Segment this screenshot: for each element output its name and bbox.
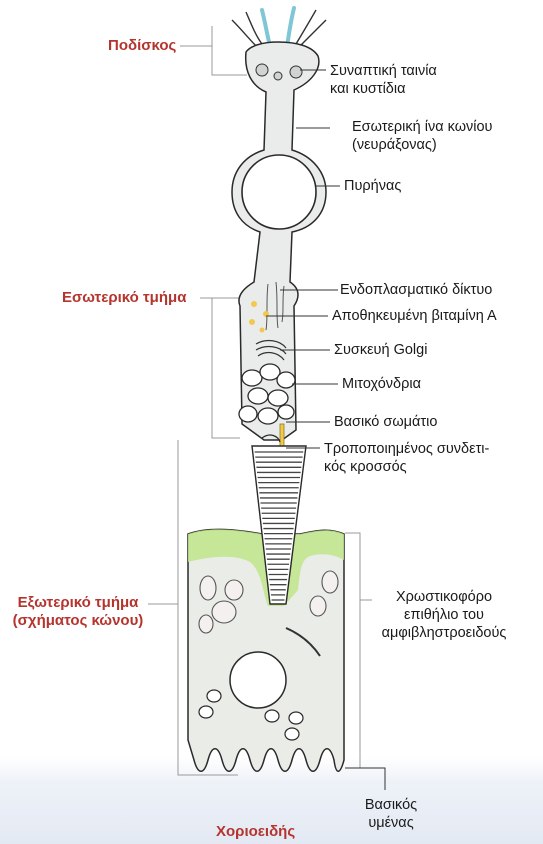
region-choroid: Χοριοειδής [216, 823, 295, 841]
label-basal-membrane: Βασικός υμένας [356, 796, 426, 832]
label-nucleus: Πυρήνας [344, 177, 401, 195]
label-mitochondria: Μιτοχόνδρια [342, 375, 421, 393]
region-outer-segment-line1: Εξωτερικό τμήμα [8, 594, 148, 612]
label-fiber-line2: (νευράξονας) [352, 136, 492, 154]
inner-segment-bracket [212, 298, 240, 438]
label-rpe: Χρωστικοφόρο επιθήλιο του αμφιβληστροειδ… [374, 588, 514, 642]
basal-body [280, 424, 284, 446]
label-rpe-line3: αμφιβληστροειδούς [374, 624, 514, 642]
label-cilium-line2: κός κροσσός [324, 458, 489, 476]
region-podiskos: Ποδίσκος [108, 37, 176, 55]
label-membrane-line2: υμένας [356, 814, 426, 832]
label-connecting-cilium: Τροποποιημένος συνδετι- κός κροσσός [324, 440, 489, 476]
label-synaptic-line1: Συναπτική ταινία [330, 62, 437, 80]
label-rpe-line1: Χρωστικοφόρο [374, 588, 514, 606]
label-rpe-line2: επιθήλιο του [374, 606, 514, 624]
label-inner-fiber: Εσωτερική ίνα κωνίου (νευράξονας) [352, 118, 492, 154]
label-basal-body: Βασικό σωμάτιο [334, 413, 437, 431]
label-synaptic-ribbon: Συναπτική ταινία και κυστίδια [330, 62, 437, 98]
nucleus [242, 155, 316, 229]
region-inner-segment: Εσωτερικό τμήμα [62, 289, 186, 307]
label-golgi: Συσκευή Golgi [334, 341, 427, 359]
region-outer-segment-line2: (σχήματος κώνου) [8, 612, 148, 630]
podiskos-bracket [212, 26, 247, 75]
rpe-nucleus [230, 652, 286, 708]
rpe-bracket [345, 533, 360, 768]
region-outer-segment: Εξωτερικό τμήμα (σχήματος κώνου) [8, 594, 148, 630]
label-vitamin-a: Αποθηκευμένη βιταμίνη Α [332, 307, 497, 325]
label-membrane-line1: Βασικός [356, 796, 426, 814]
label-fiber-line1: Εσωτερική ίνα κωνίου [352, 118, 492, 136]
label-synaptic-line2: και κυστίδια [330, 80, 437, 98]
label-cilium-line1: Τροποποιημένος συνδετι- [324, 440, 489, 458]
label-er: Ενδοπλασματικό δίκτυο [340, 281, 492, 299]
